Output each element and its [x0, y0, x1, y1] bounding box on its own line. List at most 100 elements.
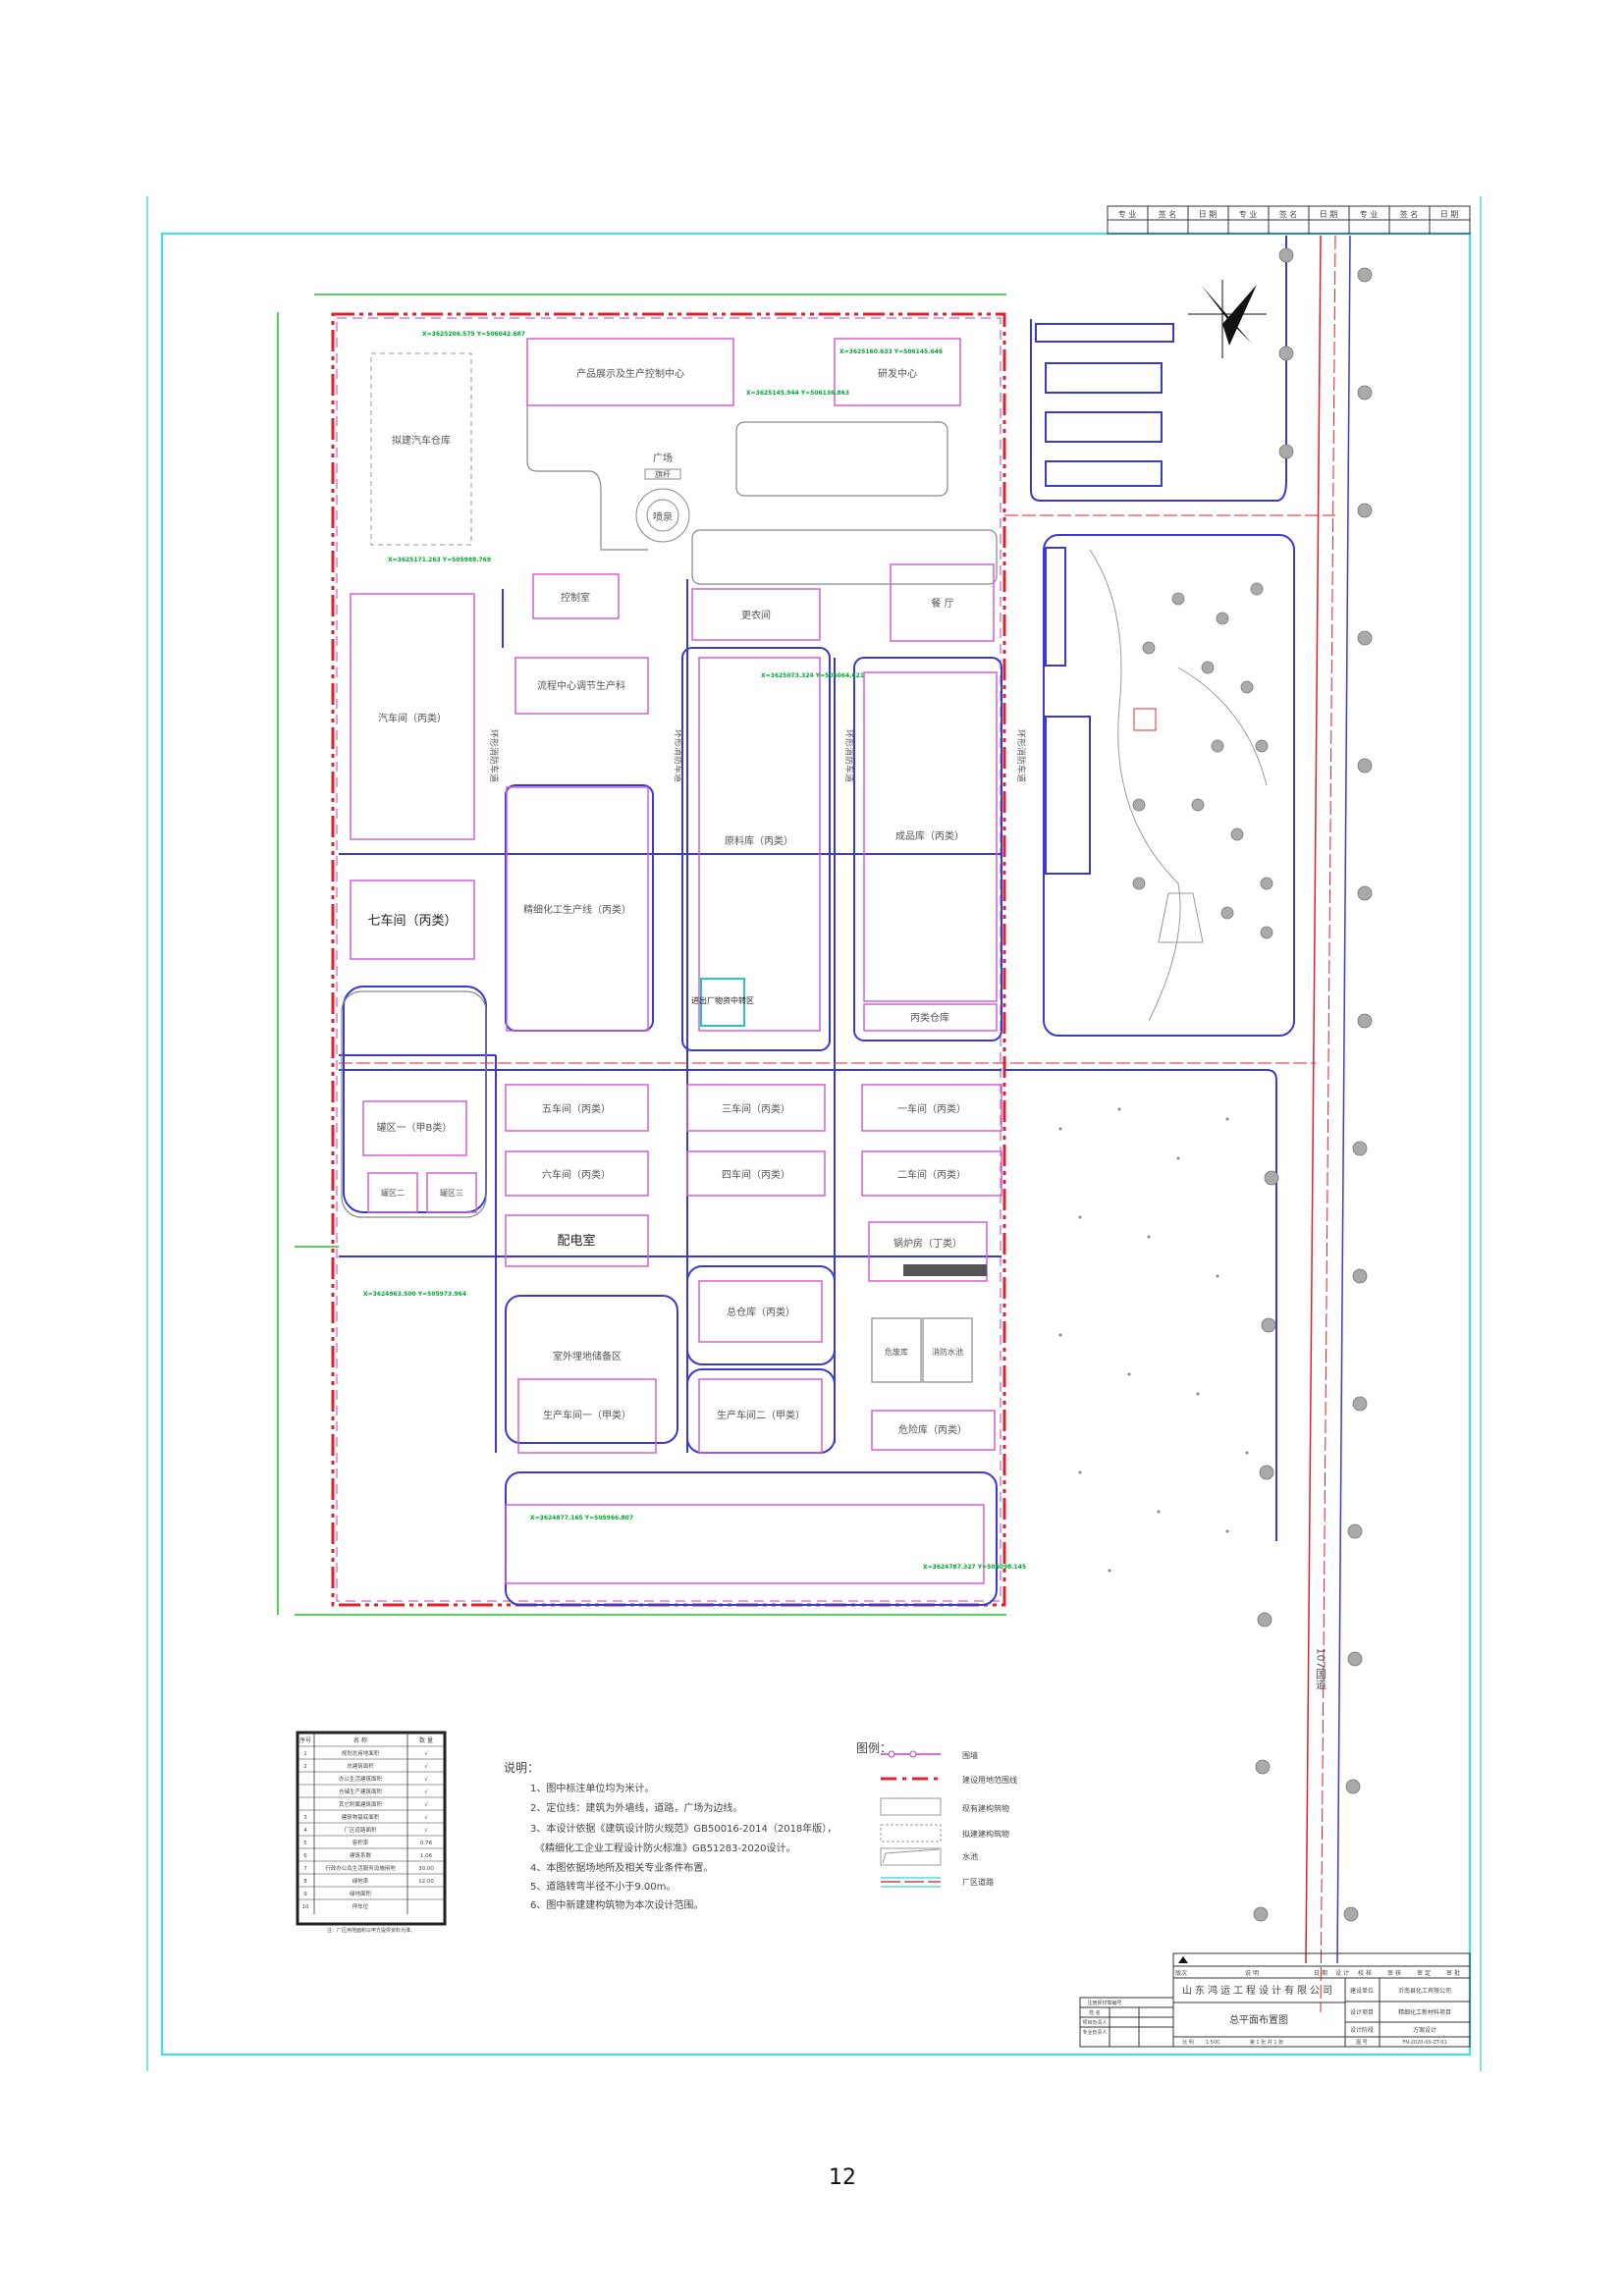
table-cell: √: [424, 1763, 428, 1770]
company-name: 山东鸿运工程设计有限公司: [1182, 1984, 1335, 1997]
building-label: 生产车间一（甲类）: [543, 1409, 631, 1421]
highway-107: 107国道: [1253, 235, 1373, 1964]
building-boiler-room: [868, 1221, 988, 1282]
drawing-frame: [160, 232, 1472, 2056]
building-production-workshop-1: [517, 1378, 657, 1454]
building-label: 罐区一（甲B类）: [377, 1121, 453, 1134]
title-block-header: 说 明: [1245, 1969, 1259, 1977]
plaza-path: [526, 405, 648, 551]
building-label: 原料库（丙类）: [725, 834, 793, 847]
scale-label: 比 例: [1182, 2039, 1194, 2046]
top-header-cell: 签 名: [1159, 209, 1177, 219]
fire-road-label: 环形消防车道: [673, 729, 684, 782]
table-cell: √: [424, 1750, 428, 1757]
table-cell: 8: [303, 1879, 307, 1885]
building-label: 五车间（丙类）: [542, 1102, 611, 1115]
title-block-header: 校 核: [1358, 1969, 1372, 1977]
sign-row-label: 姓 名: [1089, 2009, 1101, 2016]
table-cell: √: [424, 1801, 428, 1808]
building-label: 二车间（丙类）: [897, 1168, 966, 1181]
table-cell: 6: [303, 1853, 307, 1859]
table-cell: 9: [303, 1892, 307, 1897]
parking-solar-panels: [1035, 323, 1174, 875]
table-cell: 绿地面积: [350, 1890, 372, 1897]
table-cell: 绿地率: [352, 1877, 369, 1885]
building-label: 罐区三: [440, 1188, 463, 1198]
table-cell: 30.00: [418, 1866, 434, 1872]
sign-row-label: 专业负责人: [1082, 2029, 1107, 2036]
coord-label: X=3625145.944 Y=506136.863: [746, 390, 849, 397]
building-label: 精细化工生产线（丙类）: [523, 903, 631, 916]
note-item: 3、本设计依据《建筑设计防火规范》GB50016-2014（2018年版），: [530, 1822, 837, 1835]
table-cell: 5: [303, 1841, 307, 1846]
boiler-equipment: [903, 1264, 987, 1276]
building-label: 危险库（丙类）: [898, 1423, 967, 1436]
note-item: 1、图中标注单位均为米计。: [530, 1782, 654, 1794]
building-label: 配电室: [557, 1233, 595, 1249]
table-header: 序号: [299, 1736, 311, 1744]
title-block: 版次 说 明 日 期 设 计 校 核 审 核 审 定 审 批 山东鸿运工程设计有…: [1079, 1952, 1471, 2048]
title-block-header: 设 计: [1335, 1969, 1349, 1977]
parking-road: [1030, 236, 1287, 502]
table-footnote: 注：厂区用地面积以甲方提供资料为准。: [327, 1927, 415, 1934]
flagpole-label: 旗杆: [655, 469, 671, 479]
building-label: 成品库（丙类）: [895, 829, 964, 842]
table-cell: √: [424, 1789, 428, 1795]
green-park: [1089, 549, 1273, 1022]
table-cell: 1.06: [420, 1853, 433, 1859]
building-production-workshop-2: [698, 1378, 823, 1454]
fire-road-label: 环形消防车道: [488, 729, 500, 782]
legend-label: 现有建构筑物: [962, 1803, 1009, 1813]
building-canteen: [890, 563, 995, 642]
building-label: 餐 厅: [931, 597, 953, 610]
building-raw-material-store: [698, 657, 821, 1032]
highway-label: 107国道: [1315, 1648, 1327, 1690]
building-tank-area-3: [426, 1172, 477, 1213]
table-cell: √: [424, 1827, 428, 1834]
stage-label: 设计阶段: [1350, 2026, 1374, 2034]
building-workshop-1: [861, 1084, 1002, 1132]
coord-label: X=3624963.500 Y=505973.964: [363, 1291, 466, 1298]
coordinate-labels: X=3625206.575 Y=506042.687 X=3625171.263…: [363, 331, 1026, 1571]
building-transfer-area: [700, 978, 745, 1027]
note-item: 6、图中新建建构筑物为本次设计范围。: [530, 1898, 703, 1911]
building-finished-product-store: [863, 671, 998, 1002]
sign-row-label: 注册师印章编号: [1087, 2000, 1121, 2006]
title-block-header: 版次: [1175, 1969, 1187, 1977]
table-cell: 4: [303, 1828, 307, 1834]
table-cell: 2: [303, 1764, 307, 1770]
building-label: 控制室: [561, 591, 590, 604]
building-product-center: [526, 338, 734, 406]
building-label: 四车间（丙类）: [722, 1168, 790, 1181]
table-cell: 厂区道路面积: [344, 1826, 377, 1834]
note-item: 4、本图依据场地所及相关专业条件布置。: [530, 1861, 713, 1874]
building-workshop-6: [505, 1150, 649, 1197]
plaza-label: 广场: [653, 452, 673, 464]
table-cell: √: [424, 1776, 428, 1783]
legend-label: 水池: [962, 1851, 978, 1861]
revision-triangle-icon: [1178, 1956, 1188, 1963]
fountain-circle: [635, 488, 690, 543]
table-header: 名 称: [353, 1736, 367, 1744]
table-cell: 办公生活建筑面积: [339, 1775, 383, 1783]
stage-value: 方案设计: [1413, 2026, 1436, 2034]
coord-label: X=3625206.575 Y=506042.687: [422, 331, 525, 338]
building-dangerous-store: [871, 1410, 996, 1451]
top-sign-table: 专 业 签 名 日 期 专 业 签 名 日 期 专 业 签 名 日 期: [1107, 205, 1471, 235]
coord-label: X=3625171.263 Y=505988.769: [388, 557, 491, 563]
drawing-no-label: 图 号: [1356, 2040, 1368, 2046]
building-general-warehouse: [698, 1280, 823, 1343]
building-workshop-7: [350, 880, 475, 960]
building-label: 研发中心: [878, 367, 917, 380]
building-label: 七车间（丙类）: [367, 913, 457, 929]
table-cell: 0.76: [420, 1841, 433, 1846]
client-value: 沂南县化工有限公司: [1398, 1987, 1451, 1995]
tank-area-zone: [341, 990, 487, 1218]
building-label: 总仓库（丙类）: [727, 1306, 795, 1318]
building-fine-chemical-line: [506, 786, 649, 1032]
building-label: 更衣间: [741, 609, 771, 621]
table-cell: 容积率: [352, 1839, 369, 1846]
table-cell: 停车位: [352, 1902, 369, 1910]
table-cell: 仓储生产建筑面积: [339, 1788, 383, 1795]
